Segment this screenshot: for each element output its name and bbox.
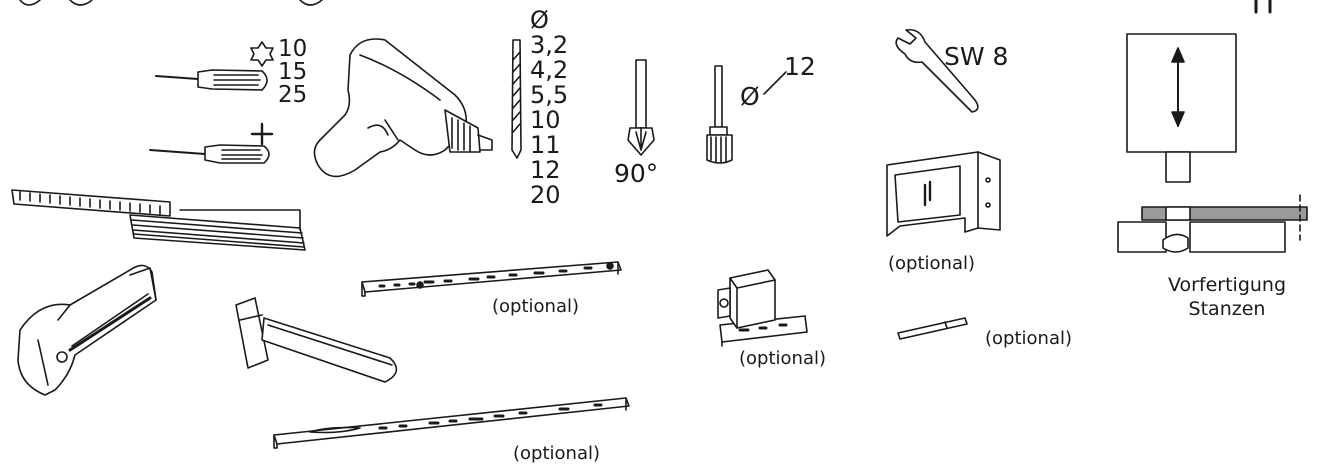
drill-size: 4,2: [530, 56, 569, 84]
drill: [313, 38, 493, 178]
torx-screwdriver: [155, 69, 268, 91]
optional-label-rail: (optional): [492, 296, 579, 317]
counterbore: [706, 65, 733, 164]
punch-label-line1: Vorfertigung: [1167, 274, 1287, 296]
heading-fragment-right: [1254, 0, 1272, 14]
punch-press: [1126, 33, 1237, 183]
hacksaw: [17, 264, 157, 396]
jig-block: [717, 269, 808, 347]
drill-size-list: Ø 3,2 4,2 5,5 10 11 12 20: [530, 8, 568, 208]
heading-fragment: [19, 0, 323, 6]
pin-drill-size: 12: [784, 52, 816, 81]
angle-bracket: [886, 151, 1001, 237]
torx-star-icon: [250, 41, 274, 67]
drill-size: 11: [530, 131, 561, 159]
hammer: [235, 297, 398, 383]
drill-size: 3,2: [530, 31, 569, 59]
optional-label-jig-block: (optional): [739, 348, 826, 369]
folding-rule: [11, 189, 306, 251]
drill-size: 12: [530, 156, 561, 184]
diameter-symbol: Ø: [530, 6, 549, 34]
punch-die: [1117, 194, 1308, 253]
optional-label-long-rail: (optional): [513, 443, 600, 464]
torx-size: 10: [278, 36, 308, 62]
pin-drill-diameter-symbol: Ø: [740, 82, 760, 111]
torx-size: 25: [278, 82, 308, 108]
phillips-cross-icon: [250, 122, 274, 146]
optional-label-key: (optional): [985, 328, 1072, 349]
countersink-angle: 90°: [614, 159, 659, 188]
punch-label-line2: Stanzen: [1188, 298, 1266, 320]
wrench: [895, 28, 979, 113]
small-key: [897, 317, 968, 340]
drill-size: 5,5: [530, 81, 569, 109]
optional-label-bracket: (optional): [888, 253, 975, 274]
wrench-size: SW 8: [944, 42, 1009, 71]
phillips-screwdriver: [149, 144, 270, 164]
drill-bit: [511, 39, 522, 159]
pin-drill-leader-line: [763, 71, 787, 95]
drilling-jig-rail-long: [273, 397, 630, 449]
torx-size-list: 10 15 25: [278, 38, 307, 107]
countersink: [627, 59, 655, 156]
drilling-jig-rail: [361, 261, 622, 297]
torx-size: 15: [278, 59, 308, 85]
drill-size: 10: [530, 106, 561, 134]
drill-size: 20: [530, 181, 561, 209]
